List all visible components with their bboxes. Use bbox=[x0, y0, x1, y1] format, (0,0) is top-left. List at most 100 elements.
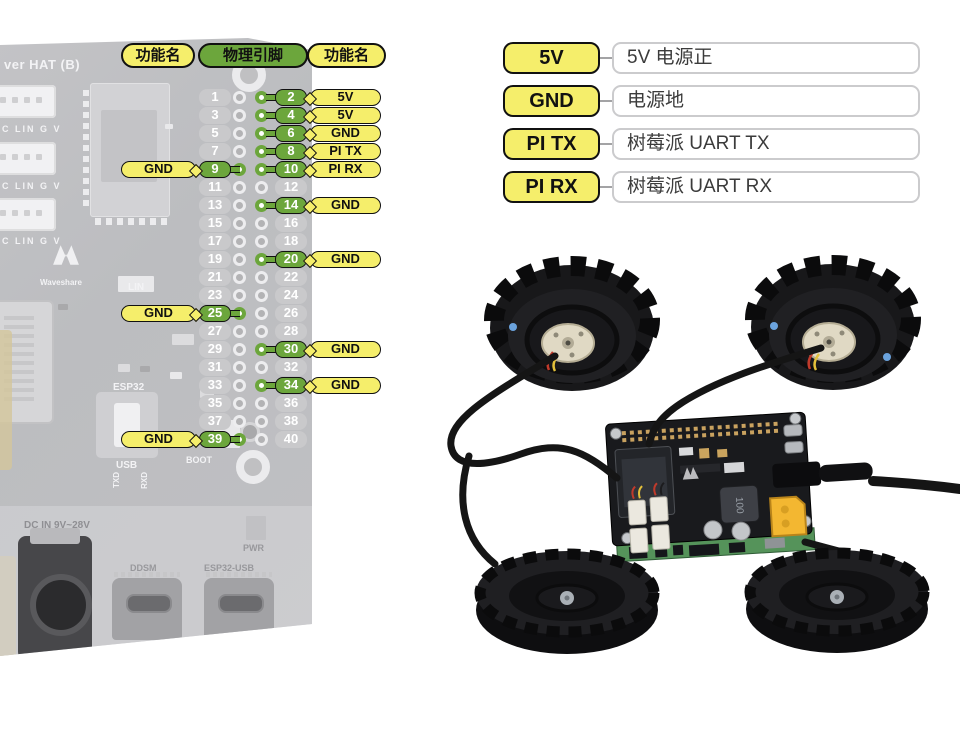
smd-component bbox=[140, 366, 150, 372]
right-function-label: 5V bbox=[302, 88, 381, 107]
pin-stem bbox=[266, 147, 278, 155]
legend-description: 树莓派 UART TX bbox=[612, 128, 920, 160]
pwr-label: PWR bbox=[243, 543, 264, 553]
smd-component bbox=[170, 372, 182, 379]
pin-stem bbox=[228, 435, 240, 443]
pin-hole bbox=[255, 432, 268, 446]
rxd-label: RXD bbox=[140, 472, 149, 489]
pin-number-even: 32 bbox=[275, 358, 307, 376]
pin-hole bbox=[233, 414, 246, 428]
pin-hole bbox=[255, 270, 268, 284]
header-function-right: 功能名 bbox=[307, 43, 386, 68]
pin-number-odd: 33 bbox=[199, 376, 231, 394]
pin-hole bbox=[255, 234, 268, 248]
usb-c-port-esp32 bbox=[204, 572, 274, 640]
txd-label: TXD bbox=[112, 472, 121, 488]
pin-number-odd: 25 bbox=[199, 304, 231, 322]
pin-stem bbox=[266, 345, 278, 353]
pin-stem bbox=[266, 201, 278, 209]
dc-in-label: DC IN 9V~28V bbox=[24, 520, 90, 531]
dc-barrel-jack bbox=[18, 528, 92, 656]
pin-stem bbox=[228, 309, 240, 317]
right-function-label: GND bbox=[302, 340, 381, 359]
channel-label: C LIN G V bbox=[2, 236, 62, 246]
pin-number-even: 8 bbox=[275, 142, 307, 160]
board-title: ver HAT (B) bbox=[4, 57, 81, 72]
wheel-rear-right bbox=[746, 550, 928, 653]
pin-number-even: 20 bbox=[275, 250, 307, 268]
pin-number-odd: 21 bbox=[199, 268, 231, 286]
pin-hole bbox=[255, 216, 268, 230]
pin-hole bbox=[255, 288, 268, 302]
edge-component bbox=[0, 330, 12, 470]
xt60-connector bbox=[769, 495, 808, 538]
pin-stem bbox=[266, 111, 278, 119]
pin-number-odd: 19 bbox=[199, 250, 231, 268]
pin-hole bbox=[255, 324, 268, 338]
pin-stem bbox=[266, 381, 278, 389]
left-function-label: GND bbox=[121, 304, 204, 323]
pin-stem bbox=[266, 93, 278, 101]
pin-number-odd: 17 bbox=[199, 232, 231, 250]
right-function-label: GND bbox=[302, 250, 381, 269]
smd-component bbox=[58, 304, 68, 310]
pin-number-even: 30 bbox=[275, 340, 307, 358]
legend-connector bbox=[600, 100, 612, 102]
right-function-label: PI TX bbox=[302, 142, 381, 161]
legend-badge: PI RX bbox=[503, 171, 600, 203]
mounting-hole bbox=[236, 450, 270, 484]
pin-number-even: 2 bbox=[275, 88, 307, 106]
pin-hole bbox=[233, 108, 246, 122]
pin-stem bbox=[266, 165, 278, 173]
pin-stem bbox=[228, 165, 240, 173]
smd-component bbox=[172, 334, 194, 345]
pin-hole bbox=[233, 180, 246, 194]
motor-connector bbox=[0, 198, 56, 231]
channel-label: C LIN G V bbox=[2, 124, 62, 134]
pin-number-even: 22 bbox=[275, 268, 307, 286]
pin-hole bbox=[255, 180, 268, 194]
pin-number-even: 24 bbox=[275, 286, 307, 304]
pin-number-even: 12 bbox=[275, 178, 307, 196]
pin-number-odd: 11 bbox=[199, 178, 231, 196]
pin-number-odd: 5 bbox=[199, 124, 231, 142]
pin-number-even: 14 bbox=[275, 196, 307, 214]
legend-item: PI RX 树莓派 UART RX bbox=[503, 171, 920, 203]
module-pads bbox=[95, 218, 167, 225]
esp32-usb-label: ESP32-USB bbox=[204, 563, 255, 573]
right-function-label: GND bbox=[302, 196, 381, 215]
pin-stem bbox=[266, 255, 278, 263]
pin-number-odd: 9 bbox=[199, 160, 231, 178]
pin-hole bbox=[233, 378, 246, 392]
header-function-left: 功能名 bbox=[121, 43, 195, 68]
pin-hole bbox=[233, 198, 246, 212]
pin-number-even: 4 bbox=[275, 106, 307, 124]
inductor-marking: 100 bbox=[733, 497, 745, 515]
smd-component bbox=[118, 276, 154, 292]
pin-hole bbox=[255, 306, 268, 320]
channel-label: C LIN G V bbox=[2, 181, 62, 191]
usb-c-port-ddsm bbox=[112, 572, 182, 640]
pin-number-odd: 7 bbox=[199, 142, 231, 160]
smd-component bbox=[165, 124, 173, 129]
pin-hole bbox=[233, 144, 246, 158]
motor-connector bbox=[0, 142, 56, 175]
pin-hole bbox=[233, 126, 246, 140]
pin-stem bbox=[266, 129, 278, 137]
wheel-front-left bbox=[490, 265, 654, 391]
pin-number-even: 6 bbox=[275, 124, 307, 142]
left-function-label: GND bbox=[121, 430, 204, 449]
pin-hole bbox=[233, 252, 246, 266]
legend-item: GND 电源地 bbox=[503, 85, 920, 117]
power-cable bbox=[868, 476, 960, 494]
